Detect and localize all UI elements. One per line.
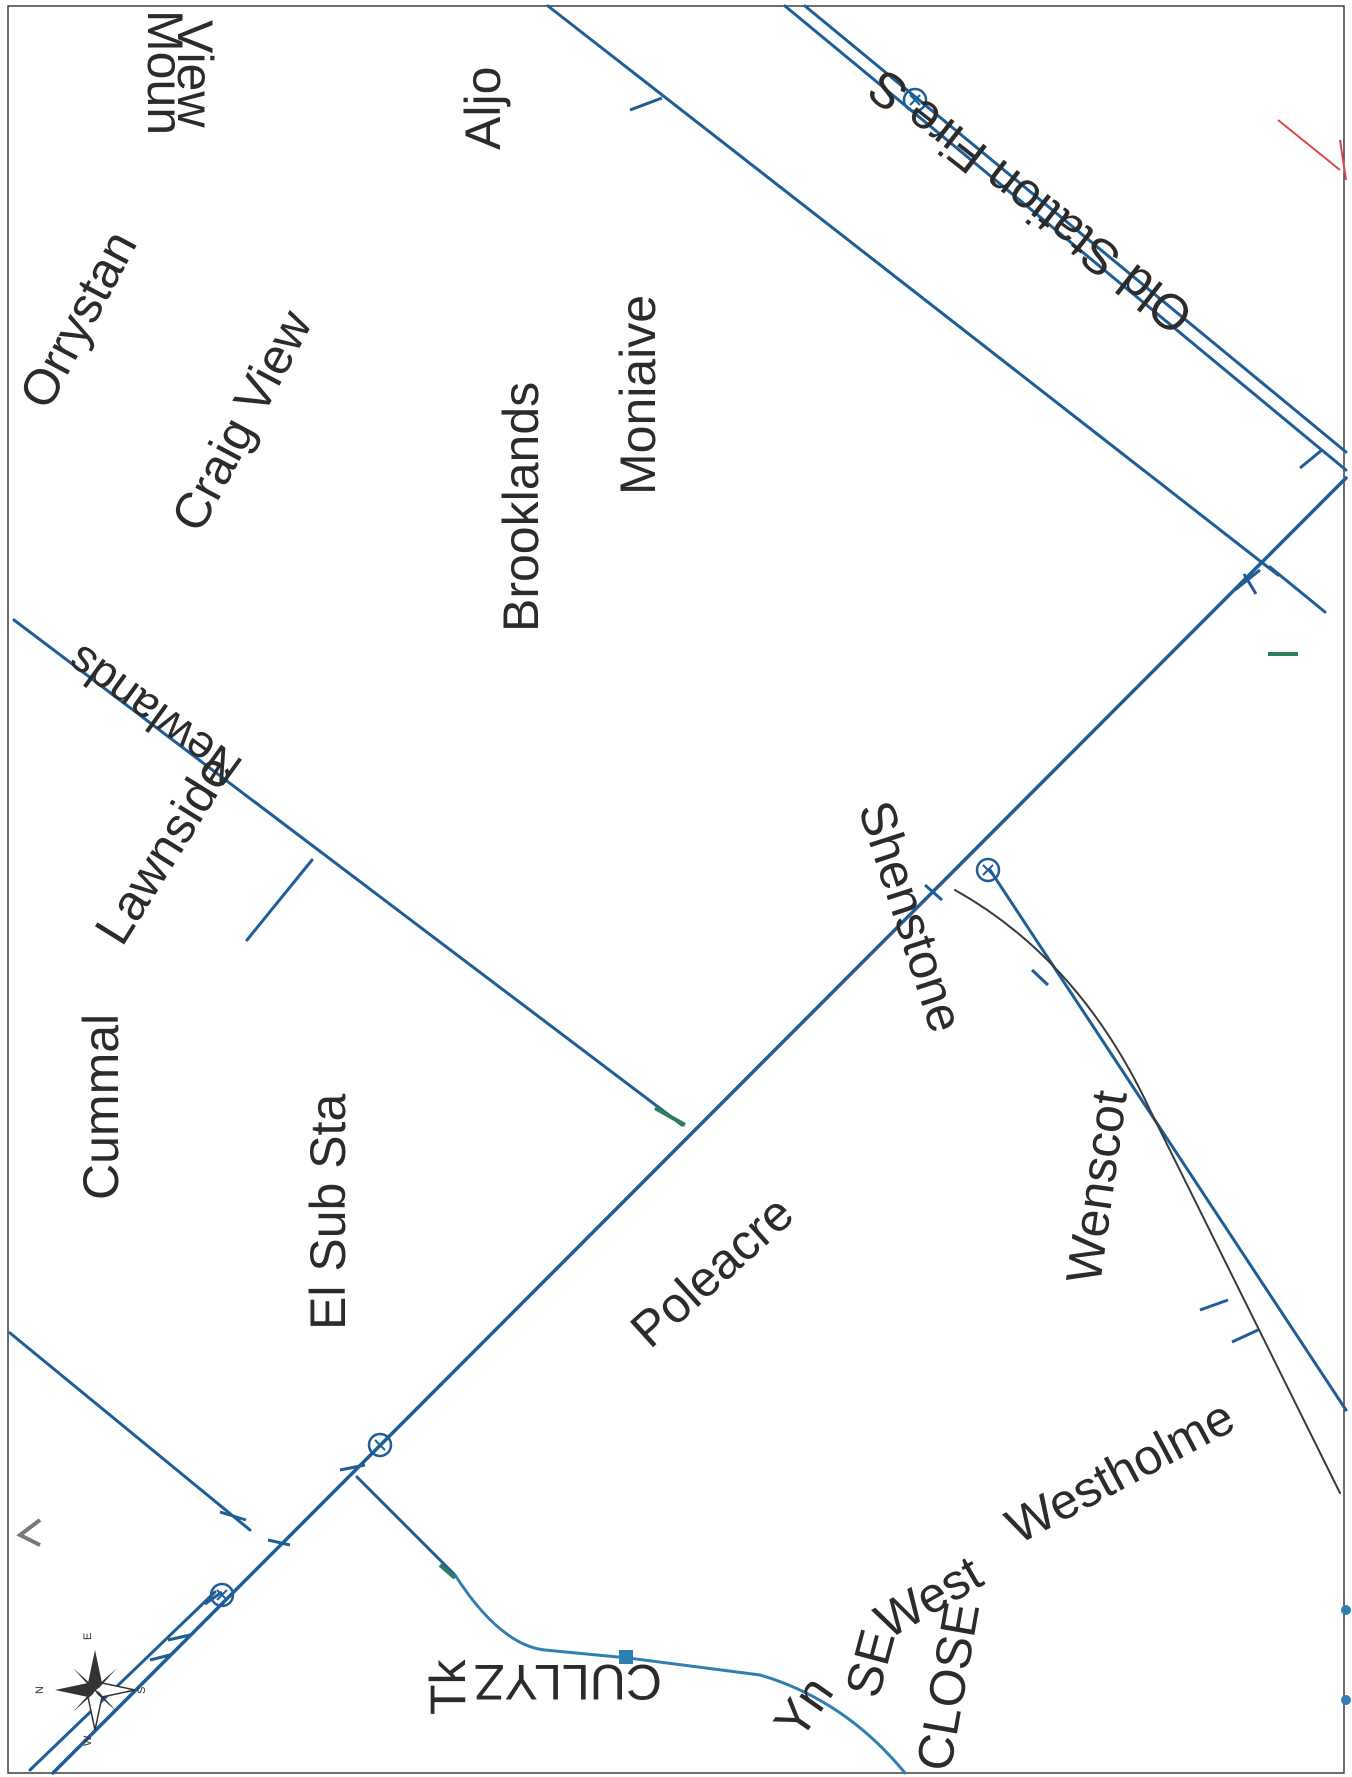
compass-n: N	[34, 1686, 46, 1694]
pipe-spur-east	[1268, 565, 1327, 614]
service-line-wenscot	[954, 889, 1341, 1494]
pipe-close-curve	[453, 1573, 907, 1775]
valve-tick	[204, 1590, 223, 1606]
edge-dot-icon	[1341, 1695, 1351, 1705]
compass-w: W	[82, 1735, 94, 1746]
valve-tick	[629, 96, 663, 112]
hydrant-icon	[209, 1582, 235, 1608]
red-line-fragment	[1277, 119, 1347, 181]
label-shenstone: Shenstone	[848, 794, 975, 1039]
hydrant-cross-icon	[982, 864, 994, 876]
hydrant-cross-icon	[216, 1589, 228, 1601]
page-border	[7, 5, 1345, 1774]
pipe-top-diagonal	[546, 4, 1280, 577]
label-craig-view: Craig View	[160, 300, 323, 540]
label-aljo: Aljo	[455, 67, 511, 150]
compass-rose-icon: N E S W	[34, 1633, 148, 1746]
square-marker-icon	[619, 1650, 633, 1664]
hydrant-icon	[367, 1432, 393, 1458]
pipe-old-station-1	[783, 4, 1348, 472]
pipe-shenstone-east	[988, 868, 1348, 1412]
compass-s: S	[136, 1687, 148, 1694]
label-mountview-1: Moun	[137, 10, 193, 135]
valve-tick-green	[438, 1563, 457, 1580]
label-poleacre: Poleacre	[620, 1185, 804, 1359]
pipe-newlands	[12, 618, 684, 1127]
label-lawnside: Lawnside	[84, 745, 243, 954]
valve-tick	[1030, 968, 1050, 987]
valve-tick	[1231, 1328, 1259, 1344]
misc-marks	[16, 1518, 1351, 1705]
valve-tick	[339, 1463, 366, 1472]
valve-tick	[1299, 448, 1323, 470]
valve-tick	[924, 883, 943, 902]
pipe-old-station-2	[803, 4, 1348, 454]
valve-tick	[1199, 1298, 1229, 1312]
label-tk: Tk	[420, 1658, 476, 1715]
compass-e: E	[82, 1633, 94, 1640]
hydrant-icon	[902, 87, 928, 113]
main-pipes	[8, 4, 1348, 1775]
hydrant-markers	[209, 87, 1001, 1664]
pipe-spur-lawnside	[245, 858, 314, 942]
valve-tick	[149, 1653, 171, 1662]
label-cummal: Cummal	[73, 1014, 129, 1200]
map-labels: Moun View Aljo Orrystan Craig View Brook…	[8, 10, 1243, 1775]
valve-tick	[267, 1538, 291, 1547]
pipe-main-trunk	[51, 476, 1348, 1775]
pipe-cullyz-branch	[355, 1475, 457, 1577]
pipe-left-lower	[8, 1331, 252, 1532]
label-el-sub-sta: El Sub Sta	[300, 1094, 356, 1330]
label-brooklands: Brooklands	[493, 382, 549, 632]
hydrant-cross-icon	[909, 94, 921, 106]
label-wenscot: Wenscot	[1055, 1087, 1137, 1287]
edge-dot-icon	[1341, 1605, 1351, 1615]
hydrant-cross-icon	[374, 1439, 386, 1451]
valve-tick-green	[654, 1106, 686, 1127]
label-old-station: Old Station Fire S	[857, 58, 1202, 345]
valve-ticks	[149, 96, 1323, 1662]
hydrant-icon	[975, 857, 1001, 883]
pipe-bottom-left	[28, 1590, 217, 1772]
valve-tick	[219, 1510, 247, 1522]
valve-tick	[1242, 573, 1258, 595]
label-moniaive: Moniaive	[610, 295, 666, 495]
valve-tick	[167, 1633, 191, 1642]
label-cullyz: CULLYZ	[474, 1654, 662, 1710]
label-orrystan: Orrystan	[8, 222, 147, 418]
label-westholme: Westholme	[997, 1388, 1243, 1554]
label-mountview-2: View	[167, 20, 223, 128]
arrow-mark-icon	[16, 1518, 42, 1547]
